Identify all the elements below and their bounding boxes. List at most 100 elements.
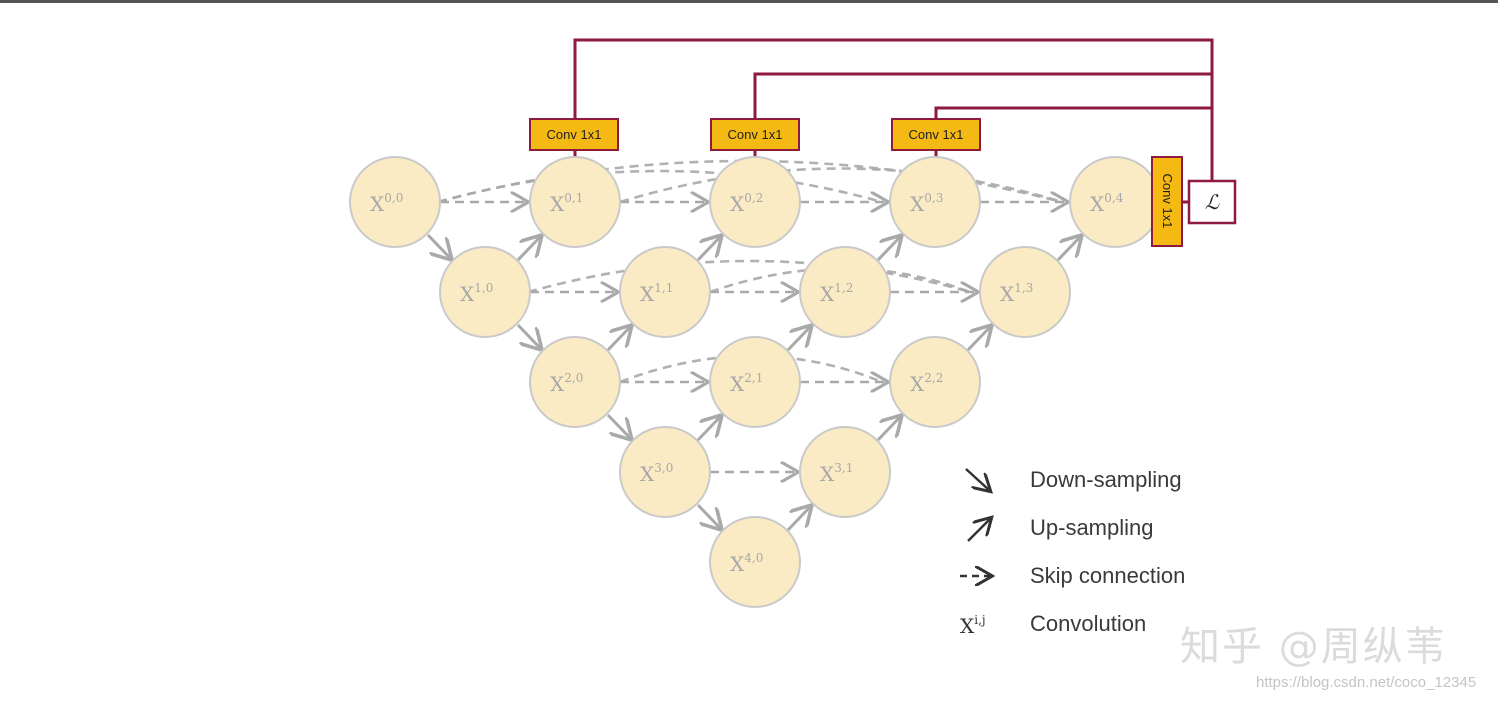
- node-circle: [709, 156, 801, 248]
- node-x12: X1,2: [799, 246, 891, 338]
- node-base: X: [460, 282, 475, 306]
- node-sup: 3,1: [834, 461, 853, 475]
- node-base: X: [550, 372, 565, 396]
- legend-label: Convolution: [1030, 611, 1146, 636]
- nodes: X0,0 X1,0 X2,0 X3,0 X4,0 X0,1 X1,1 X2,1: [349, 156, 1161, 608]
- node-base: X: [910, 192, 925, 216]
- node-x03: X0,3: [889, 156, 981, 248]
- node-base: X: [820, 282, 835, 306]
- svg-text:X2,2: X2,2: [910, 371, 943, 396]
- node-circle: [799, 246, 891, 338]
- node-base: X: [730, 192, 745, 216]
- node-base: X: [1090, 192, 1105, 216]
- legend-label: Down-sampling: [1030, 467, 1182, 492]
- svg-text:X0,2: X0,2: [730, 191, 763, 216]
- legend-convolution: Xi,j Convolution: [960, 611, 1146, 638]
- svg-text:X0,4: X0,4: [1090, 191, 1124, 216]
- up-arrow-icon: [967, 519, 990, 542]
- conv-label: Conv 1x1: [728, 127, 783, 142]
- conv-block-x04: Conv 1x1: [1151, 156, 1183, 247]
- node-sup: 1,1: [654, 281, 673, 295]
- node-circle: [709, 516, 801, 608]
- node-sup: 4,0: [744, 551, 763, 565]
- node-sup: 1,2: [834, 281, 853, 295]
- node-circle: [349, 156, 441, 248]
- node-circle: [889, 336, 981, 428]
- node-x21: X2,1: [709, 336, 801, 428]
- node-x10: X1,0: [439, 246, 531, 338]
- node-x40: X4,0: [709, 516, 801, 608]
- svg-text:X1,0: X1,0: [460, 281, 493, 306]
- legend-symbol-base: X: [960, 614, 975, 638]
- conv-block-x03: Conv 1x1: [891, 118, 981, 151]
- node-base: X: [370, 192, 385, 216]
- loss-symbol: ℒ: [1205, 190, 1220, 214]
- node-circle: [619, 426, 711, 518]
- node-circle: [529, 156, 621, 248]
- node-base: X: [640, 462, 655, 486]
- svg-text:X2,1: X2,1: [730, 371, 763, 396]
- svg-text:X2,0: X2,0: [550, 371, 583, 396]
- node-x31: X3,1: [799, 426, 891, 518]
- node-x11: X1,1: [619, 246, 711, 338]
- node-sup: 2,2: [924, 371, 943, 385]
- node-base: X: [820, 462, 835, 486]
- legend: Down-sampling Up-sampling Skip connectio…: [960, 467, 1185, 638]
- node-sup: 0,2: [744, 191, 763, 205]
- loss-box: ℒ: [1187, 179, 1237, 225]
- svg-text:X1,3: X1,3: [1000, 281, 1033, 306]
- node-x22: X2,2: [889, 336, 981, 428]
- node-sup: 0,4: [1104, 191, 1123, 205]
- node-base: X: [910, 372, 925, 396]
- up-sampling-arrows: [516, 237, 1080, 532]
- node-sup: 2,1: [744, 371, 763, 385]
- conv-block-x02: Conv 1x1: [710, 118, 800, 151]
- node-base: X: [730, 372, 745, 396]
- legend-label: Up-sampling: [1030, 515, 1154, 540]
- svg-text:X0,1: X0,1: [550, 191, 583, 216]
- node-base: X: [730, 552, 745, 576]
- node-x01: X0,1: [529, 156, 621, 248]
- node-sup: 3,0: [654, 461, 673, 475]
- node-circle: [439, 246, 531, 338]
- svg-text:X0,0: X0,0: [370, 191, 403, 216]
- node-base: X: [550, 192, 565, 216]
- legend-up-sampling: Up-sampling: [967, 515, 1154, 542]
- node-x04: X0,4: [1069, 156, 1161, 248]
- node-sup: 2,0: [564, 371, 583, 385]
- legend-symbol-sup: i,j: [974, 613, 985, 627]
- down-arrow-icon: [965, 468, 989, 490]
- node-circle: [979, 246, 1071, 338]
- legend-label: Skip connection: [1030, 563, 1185, 588]
- conv-label: Conv 1x1: [547, 127, 602, 142]
- svg-text:X3,1: X3,1: [820, 461, 853, 486]
- node-x30: X3,0: [619, 426, 711, 518]
- legend-skip-connection: Skip connection: [960, 563, 1185, 588]
- svg-text:X4,0: X4,0: [730, 551, 763, 576]
- conv-block-x01: Conv 1x1: [529, 118, 619, 151]
- node-sup: 1,3: [1014, 281, 1033, 295]
- conv-label: Conv 1x1: [1160, 174, 1175, 229]
- node-sup: 0,0: [384, 191, 403, 205]
- node-circle: [529, 336, 621, 428]
- node-circle: [889, 156, 981, 248]
- conv-blocks: Conv 1x1 Conv 1x1 Conv 1x1 Conv 1x1: [529, 118, 1183, 247]
- legend-down-sampling: Down-sampling: [965, 467, 1182, 492]
- svg-text:Xi,j: Xi,j: [960, 613, 986, 638]
- node-circle: [709, 336, 801, 428]
- node-x20: X2,0: [529, 336, 621, 428]
- svg-text:X0,3: X0,3: [910, 191, 943, 216]
- watermark: 知乎 @周纵苇: [1180, 624, 1447, 670]
- node-x02: X0,2: [709, 156, 801, 248]
- down-sampling-arrows: [426, 233, 720, 528]
- node-base: X: [640, 282, 655, 306]
- node-x13: X1,3: [979, 246, 1071, 338]
- source-url: https://blog.csdn.net/coco_12345: [1256, 674, 1477, 691]
- node-x00: X0,0: [349, 156, 441, 248]
- node-sup: 0,1: [564, 191, 583, 205]
- node-circle: [619, 246, 711, 338]
- node-base: X: [1000, 282, 1015, 306]
- svg-text:X1,1: X1,1: [640, 281, 673, 306]
- svg-text:X3,0: X3,0: [640, 461, 673, 486]
